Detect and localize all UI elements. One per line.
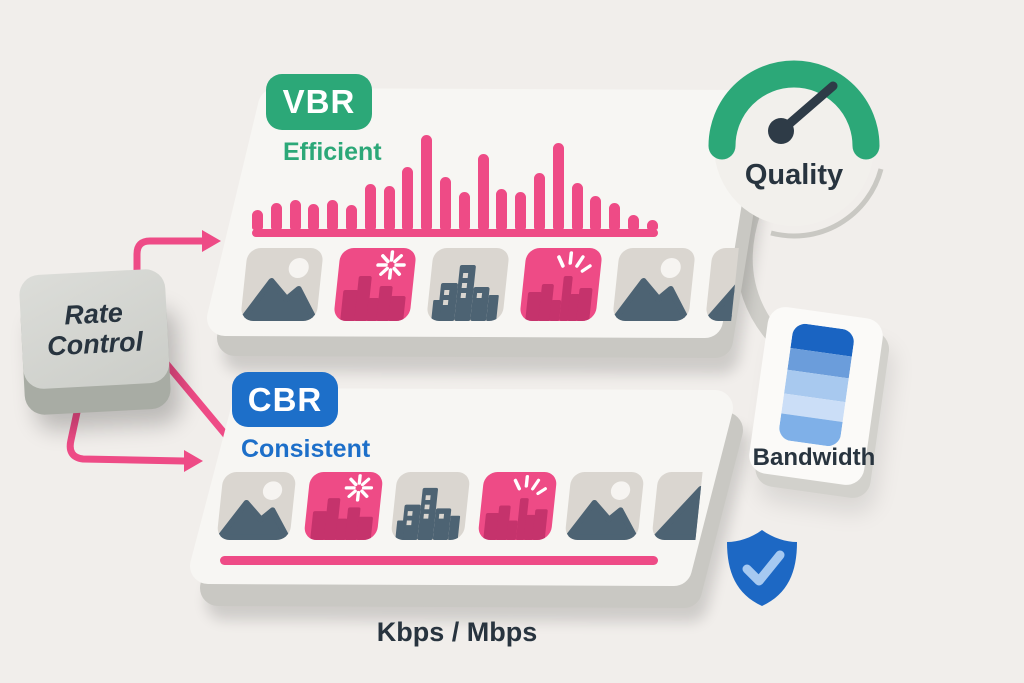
vbr-chart-baseline (252, 229, 658, 237)
cbr-constant-bitrate-line (220, 556, 658, 565)
arrow-to-vbr-head (202, 230, 221, 252)
bitrate-bar (496, 189, 508, 230)
bitrate-bar (345, 205, 357, 230)
bitrate-bar (458, 192, 470, 230)
frame-thumbnail-buildings (426, 248, 510, 321)
cbr-frame-strip (216, 472, 703, 540)
bitrate-bar (270, 203, 282, 230)
frame-thumbnail-buildings (390, 472, 471, 540)
rate-control-box: Rate Control (18, 268, 172, 416)
gauge-green-arc (708, 60, 880, 160)
frame-thumbnail-mountain (612, 248, 696, 321)
bitrate-bar (646, 220, 658, 230)
bandwidth-meter (777, 322, 856, 448)
bitrate-bar (627, 215, 639, 230)
shield-check-icon (727, 530, 797, 606)
bitrate-bar (571, 183, 583, 230)
bitrate-bar (402, 167, 414, 230)
vbr-bars-group (252, 134, 658, 230)
frame-thumbnail-city-fireworks-burst (333, 248, 417, 321)
vbr-subtitle: Efficient (283, 138, 382, 166)
bitrate-bar (477, 154, 489, 230)
bitrate-bar (364, 184, 376, 230)
check-mark-icon (742, 550, 785, 586)
vbr-badge: VBR (266, 74, 372, 130)
bitrate-bar (308, 204, 320, 230)
arrow-to-cbr-head (184, 450, 203, 472)
cbr-badge: CBR (232, 372, 338, 427)
bitrate-bar (289, 200, 301, 230)
quality-label: Quality (744, 159, 844, 191)
vbr-frame-strip (240, 248, 739, 321)
frame-thumbnail-mountain (216, 472, 297, 540)
rate-control-label-line1: Rate (63, 297, 124, 331)
bitrate-bar (383, 186, 395, 230)
frame-thumbnail-mountain (240, 248, 324, 321)
frame-thumbnail-city-fireworks-rays (519, 248, 603, 321)
gauge-outer-ring-arc (770, 168, 884, 239)
bitrate-bar (327, 200, 339, 230)
bitrate-bar (439, 177, 451, 230)
gauge-dial-circle (714, 66, 874, 226)
bandwidth-label: Bandwidth (752, 444, 876, 471)
frame-thumbnail-city-fireworks-burst (303, 472, 384, 540)
bitrate-bar (552, 143, 564, 230)
frame-thumbnail-mountain-partial (651, 472, 703, 540)
bitrate-units-label: Kbps / Mbps (376, 617, 538, 647)
bitrate-bar (515, 192, 527, 230)
bitrate-bar (609, 203, 621, 230)
bitrate-bar (533, 173, 545, 230)
bitrate-bar (421, 135, 433, 230)
bitrate-bar (590, 196, 602, 230)
quality-gauge (708, 60, 884, 239)
frame-thumbnail-mountain-partial (705, 248, 739, 321)
vbr-bitrate-chart (252, 134, 658, 237)
frame-thumbnail-mountain (564, 472, 645, 540)
cbr-subtitle: Consistent (241, 435, 371, 463)
gauge-needle-hub (768, 118, 794, 144)
rate-control-label-line2: Control (46, 326, 144, 362)
rate-control-box-face: Rate Control (18, 268, 171, 390)
frame-thumbnail-city-fireworks-rays (477, 472, 558, 540)
shield-shape (727, 530, 797, 606)
bitrate-bar (252, 210, 263, 230)
